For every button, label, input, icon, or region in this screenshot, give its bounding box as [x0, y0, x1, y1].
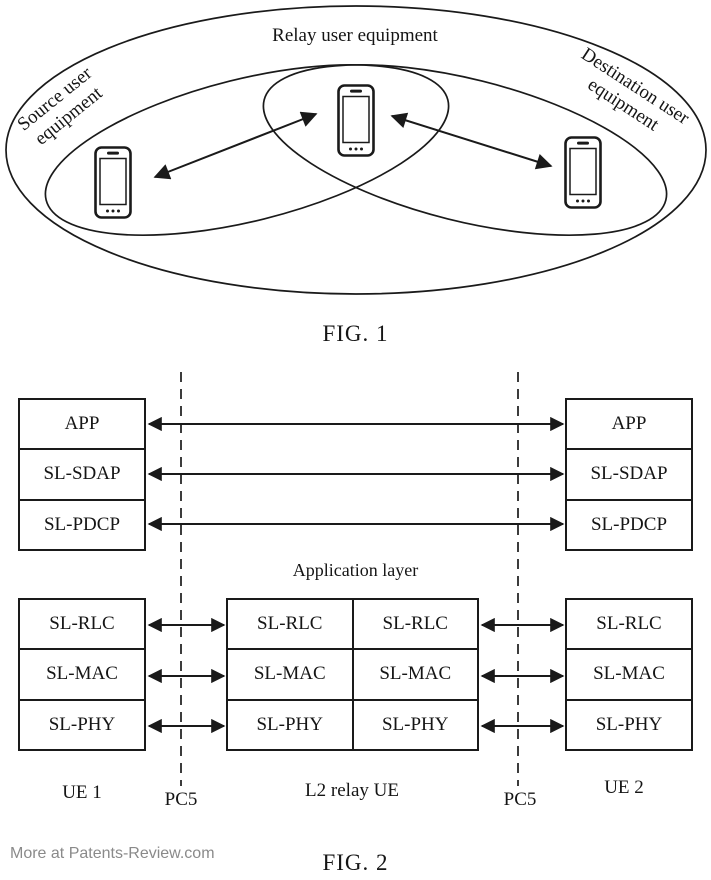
ue1-sl-sdap-layer: SL-SDAP [20, 448, 144, 498]
ue1-sl-phy-layer: SL-PHY [20, 698, 144, 749]
source-coverage-ellipse [44, 63, 450, 237]
source-phone-icon [94, 146, 132, 219]
outer-coverage-ellipse [5, 5, 707, 295]
relay-right-column: SL-RLC SL-MAC SL-PHY [351, 600, 477, 749]
ue1-label: UE 1 [62, 782, 102, 803]
destination-phone-icon [564, 136, 602, 209]
fig2-connectors [147, 372, 565, 786]
relay-destination-arrow [390, 112, 553, 170]
relay-left-sl-phy-layer: SL-PHY [228, 698, 352, 749]
ue2-sl-mac-layer: SL-MAC [567, 648, 691, 698]
fig1-caption: FIG. 1 [322, 321, 389, 346]
ue1-upper-stack: APP SL-SDAP SL-PDCP [18, 398, 146, 551]
ue2-label: UE 2 [604, 777, 644, 798]
watermark-text: More at Patents-Review.com [10, 845, 215, 862]
fig2-caption: FIG. 2 [322, 850, 389, 875]
ue1-lower-stack: SL-RLC SL-MAC SL-PHY [18, 598, 146, 751]
ue2-sl-rlc-layer: SL-RLC [596, 613, 662, 635]
application-layer-label: Application layer [292, 560, 419, 580]
ue1-sl-mac-layer: SL-MAC [20, 648, 144, 698]
pc5-right-label: PC5 [503, 789, 537, 810]
relay-left-sl-mac-layer: SL-MAC [228, 648, 352, 698]
ue2-sl-sdap-layer: SL-SDAP [567, 448, 691, 498]
ue1-sl-pdcp-layer: SL-PDCP [20, 498, 144, 549]
relay-left-sl-rlc-layer: SL-RLC [257, 613, 323, 635]
ue2-app-layer: APP [611, 413, 647, 435]
l2-relay-ue-label: L2 relay UE [305, 780, 399, 801]
ue2-sl-phy-layer: SL-PHY [567, 698, 691, 749]
destination-coverage-ellipse [262, 63, 668, 237]
source-relay-arrow [153, 111, 318, 180]
ue2-upper-stack: APP SL-SDAP SL-PDCP [565, 398, 693, 551]
pc5-left-label: PC5 [164, 789, 198, 810]
relay-right-sl-mac-layer: SL-MAC [353, 648, 477, 698]
ue1-sl-rlc-layer: SL-RLC [49, 613, 115, 635]
l2-relay-stack: SL-RLC SL-MAC SL-PHY SL-RLC SL-MAC SL-PH… [226, 598, 479, 751]
ue1-app-layer: APP [64, 413, 100, 435]
relay-ue-label: Relay user equipment [272, 25, 438, 46]
ue2-sl-pdcp-layer: SL-PDCP [567, 498, 691, 549]
relay-right-sl-phy-layer: SL-PHY [353, 698, 477, 749]
ue2-lower-stack: SL-RLC SL-MAC SL-PHY [565, 598, 693, 751]
fig1-diagram [5, 5, 707, 295]
relay-left-column: SL-RLC SL-MAC SL-PHY [228, 600, 352, 749]
relay-right-sl-rlc-layer: SL-RLC [382, 613, 448, 635]
relay-phone-icon [337, 84, 375, 157]
